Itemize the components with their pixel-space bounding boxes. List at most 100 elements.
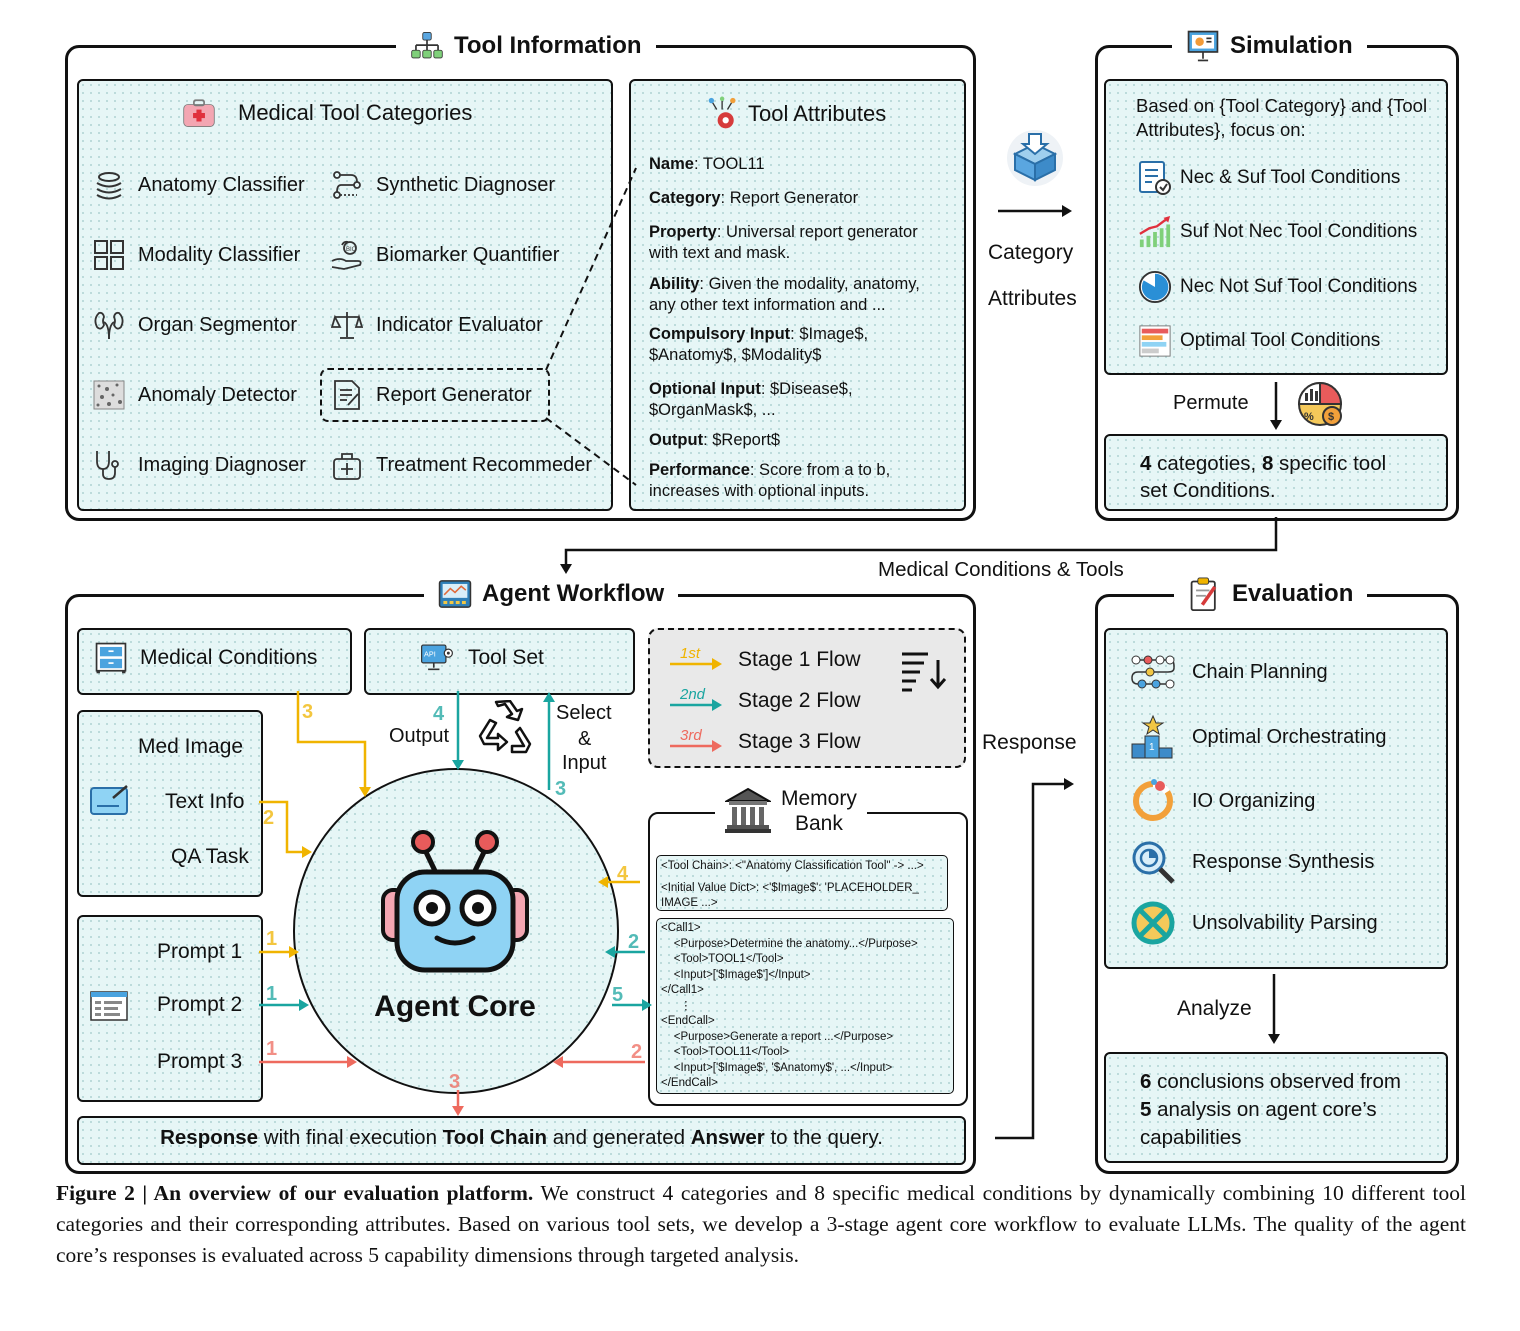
memory-title-line: Memory [781, 787, 857, 810]
attr-value: : $Report$ [703, 431, 781, 449]
attr-value: : $Disease$, $OrganMask$, ... [649, 380, 853, 419]
eval-item-label: IO Organizing [1192, 789, 1316, 812]
input-card-icon [89, 784, 131, 823]
prompt-3: Prompt 3 [157, 1050, 243, 1073]
stage-label: Stage 2 Flow [738, 689, 861, 712]
eval-io-organizing: IO Organizing [1130, 778, 1315, 824]
robot-icon [375, 820, 535, 985]
category-label: Anatomy Classifier [138, 173, 305, 196]
svg-text:$: $ [1328, 411, 1334, 423]
attr-output: Output: $Report$ [649, 430, 780, 451]
prompt-1: Prompt 1 [157, 940, 243, 963]
report-generator-highlight [320, 368, 550, 422]
tool-information-title: Tool Information [396, 28, 656, 64]
memory-line: <Initial Value Dict>: <'$Image$': 'PLACE… [661, 881, 919, 894]
attr-value: : TOOL11 [693, 155, 765, 173]
flow-step-number: 1 [266, 983, 277, 1005]
sim-item-label: Optimal Tool Conditions [1180, 330, 1381, 351]
analyze-label: Analyze [1177, 997, 1252, 1020]
attr-key: Category [649, 189, 721, 207]
memory-call-line: <Tool>TOOL1</Tool> [661, 953, 784, 965]
category-imaging-diagnoser: Imaging Diagnoser [92, 448, 306, 482]
flow-arrow-stage1 [259, 800, 304, 854]
attr-value: : Score from a to b, increases with opti… [649, 461, 891, 500]
flow-step-number: 2 [631, 1041, 642, 1063]
simulation-result: 4 categoties, 8 specific tool set Condit… [1140, 450, 1410, 504]
layers-icon [92, 168, 126, 202]
eval-unsolvability-parsing: Unsolvability Parsing [1130, 900, 1378, 946]
category-arrow-label: Category [988, 241, 1074, 264]
response-bold: Response [160, 1126, 259, 1149]
attr-performance: Performance: Score from a to b, increase… [649, 460, 939, 502]
svg-text:%: % [1304, 411, 1314, 423]
result-num: 5 [1140, 1098, 1152, 1121]
medical-tool-categories-panel [77, 79, 613, 511]
medical-tool-categories-heading: Medical Tool Categories [182, 96, 472, 130]
flow-step-number: 5 [612, 984, 623, 1006]
medicine-bag-icon [330, 448, 364, 482]
category-modality-classifier: Modality Classifier [92, 238, 300, 272]
evaluation-result-panel [1104, 1052, 1448, 1163]
memory-call-line: </Call1> [661, 984, 704, 996]
response-bar-text: Response with final execution Tool Chain… [77, 1126, 966, 1150]
chain-nodes-icon [1130, 652, 1176, 692]
category-label: Organ Segmentor [138, 313, 297, 336]
analyze-arrow [1268, 974, 1280, 1044]
tool-set-box [364, 628, 635, 695]
response-bold: Tool Chain [442, 1126, 548, 1149]
stage-arrowhead [712, 699, 722, 711]
attr-key: Performance [649, 461, 750, 479]
prompt-2: Prompt 2 [157, 993, 243, 1016]
memory-line: <Tool Chain>: <"Anatomy Classification T… [661, 860, 924, 872]
cabinet-icon [94, 641, 128, 675]
category-anomaly-detector: Anomaly Detector [92, 378, 297, 412]
sim-item-label: Suf Not Nec Tool Conditions [1180, 221, 1418, 242]
category-treatment-recommender: Treatment Recommeder [330, 448, 592, 482]
sim-item-label: Nec Not Suf Tool Conditions [1180, 276, 1418, 297]
category-label: Modality Classifier [138, 243, 301, 266]
stage-tag: 3rd [680, 728, 702, 744]
pie-progress-icon [1138, 270, 1172, 304]
response-text: to the query. [764, 1126, 883, 1149]
svg-text:1: 1 [1149, 742, 1155, 753]
result-num: 6 [1140, 1070, 1152, 1093]
arrowhead [452, 760, 464, 770]
memory-call-line: <EndCall> [661, 1015, 715, 1027]
flow-arrow-stage1 [296, 691, 367, 790]
arrowhead [605, 946, 615, 958]
result-text: specific tool set Conditions. [1140, 452, 1387, 502]
tool-attributes-label: Tool Attributes [748, 101, 887, 126]
attr-key: Name [649, 155, 694, 173]
eval-chain-planning: Chain Planning [1130, 652, 1328, 692]
hierarchy-icon [410, 29, 444, 63]
arrowhead [347, 1056, 357, 1068]
flow-step-number: 2 [628, 931, 639, 953]
caption-label: Figure 2 | An overview of our evaluation… [56, 1181, 534, 1205]
stage-arrow-swatch: 3rd [670, 728, 722, 752]
eval-optimal-orchestrating: 1 Optimal Orchestrating [1130, 714, 1387, 760]
medical-conditions-label: Medical Conditions [140, 646, 318, 669]
input-text-info: Text Info [165, 790, 245, 813]
tool-set-heading: API Tool Set [420, 641, 544, 675]
ring-progress-icon [1130, 778, 1176, 824]
recycle-icon [474, 699, 536, 763]
presentation-icon [1186, 29, 1220, 63]
memory-call-line: </EndCall> [661, 1077, 718, 1089]
result-num: 4 [1140, 452, 1152, 475]
category-biomarker-quantifier: BIO Biomarker Quantifier [330, 238, 559, 272]
clipboard-pen-icon [1188, 577, 1222, 611]
agent-workflow-title: Agent Workflow [424, 576, 679, 612]
memory-title-line: Bank [794, 812, 843, 835]
stage-label: Stage 1 Flow [738, 648, 861, 671]
flow-path-icon [330, 168, 364, 202]
attr-key: Property [649, 223, 717, 241]
permute-arrow [1270, 382, 1282, 430]
result-num: 8 [1261, 452, 1274, 475]
evaluation-label: Evaluation [1232, 580, 1354, 607]
first-aid-kit-icon [182, 96, 216, 130]
